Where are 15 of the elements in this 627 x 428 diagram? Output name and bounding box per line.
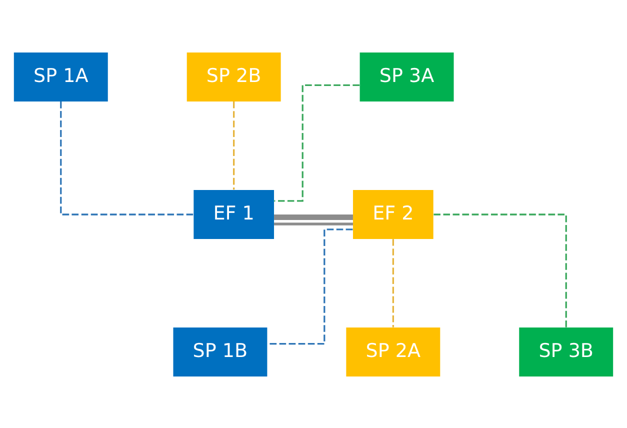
node-box: SP 1B bbox=[173, 327, 268, 376]
node-box: SP 3B bbox=[519, 327, 614, 376]
connector bbox=[274, 84, 360, 202]
connector bbox=[392, 238, 394, 327]
node-box: SP 2B bbox=[186, 52, 281, 101]
connector bbox=[274, 214, 353, 225]
node-box: SP 1A bbox=[14, 52, 108, 101]
connector bbox=[267, 228, 353, 344]
connector bbox=[434, 213, 567, 327]
node-box: SP 3A bbox=[360, 52, 454, 101]
connector bbox=[60, 101, 194, 215]
node-box: SP 2A bbox=[346, 327, 440, 376]
node-box: EF 1 bbox=[194, 190, 274, 238]
node-box: EF 2 bbox=[353, 190, 434, 238]
connector bbox=[233, 101, 235, 190]
